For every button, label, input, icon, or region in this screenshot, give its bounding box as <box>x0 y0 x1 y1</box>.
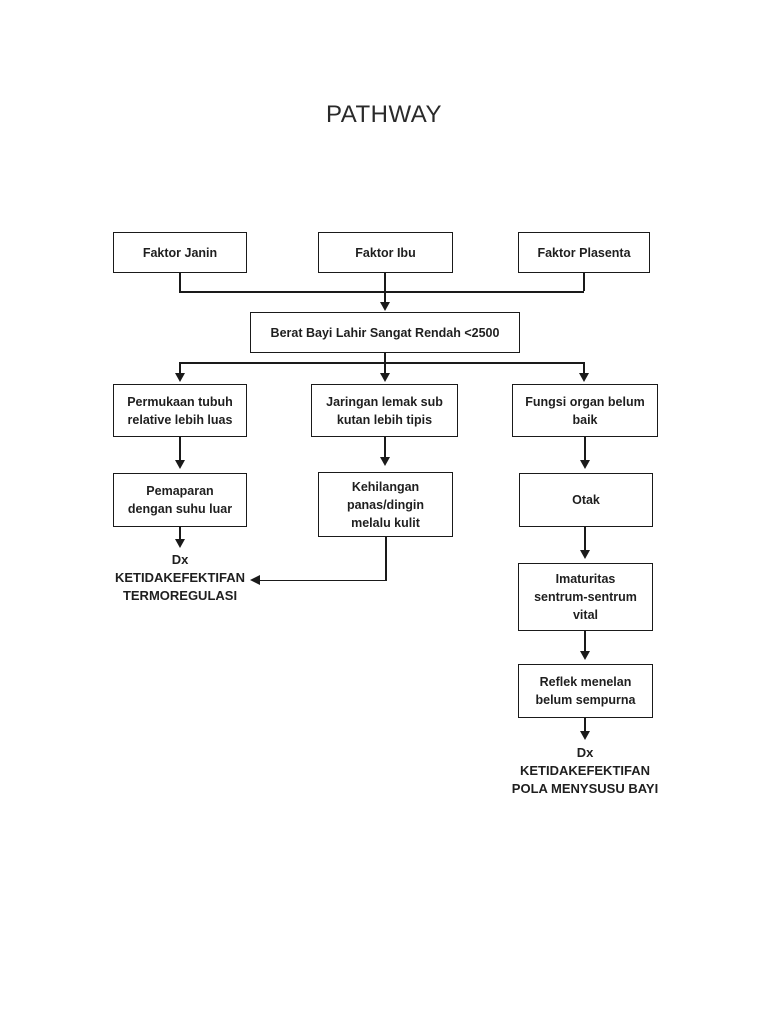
arrow-down-icon <box>380 457 390 466</box>
connector-pemaparan-dx <box>179 527 181 540</box>
node-bblsr: Berat Bayi Lahir Sangat Rendah <2500 <box>250 312 520 353</box>
connector-plasenta-stub <box>583 273 585 291</box>
connector-jaringan-kehilangan <box>384 437 386 458</box>
node-imaturitas: Imaturitas sentrum-sentrum vital <box>518 563 653 631</box>
node-faktor-plasenta: Faktor Plasenta <box>518 232 650 273</box>
node-permukaan-tubuh: Permukaan tubuh relative lebih luas <box>113 384 247 437</box>
arrow-down-icon <box>580 460 590 469</box>
node-jaringan-lemak: Jaringan lemak sub kutan lebih tipis <box>311 384 458 437</box>
arrow-down-icon <box>579 373 589 382</box>
arrow-down-icon <box>580 651 590 660</box>
connector-imaturitas-reflek <box>584 631 586 652</box>
arrow-down-icon <box>380 373 390 382</box>
connector-to-jaringan <box>384 362 386 374</box>
node-faktor-janin: Faktor Janin <box>113 232 247 273</box>
arrow-down-icon <box>580 550 590 559</box>
connector-janin-stub <box>179 273 181 291</box>
connector-kehilangan-elbow-h <box>260 579 387 582</box>
diagnosis-termoregulasi: Dx KETIDAKEFEKTIFAN TERMOREGULASI <box>115 552 245 603</box>
connector-ibu-stub <box>384 273 386 291</box>
node-faktor-ibu: Faktor Ibu <box>318 232 453 273</box>
connector-reflek-dx <box>584 718 586 732</box>
node-reflek: Reflek menelan belum sempurna <box>518 664 653 718</box>
arrow-left-icon <box>250 575 260 585</box>
arrow-down-icon <box>175 460 185 469</box>
connector-kehilangan-elbow-v <box>385 537 387 581</box>
connector-fungsi-otak <box>584 437 586 461</box>
node-otak: Otak <box>519 473 653 527</box>
arrow-down-icon <box>175 539 185 548</box>
node-kehilangan: Kehilangan panas/dingin melalu kulit <box>318 472 453 537</box>
connector-top-junction <box>179 291 585 293</box>
connector-to-fungsi <box>583 362 585 374</box>
arrow-down-icon <box>380 302 390 311</box>
connector-to-permukaan <box>179 362 181 374</box>
node-pemaparan: Pemaparan dengan suhu luar <box>113 473 247 527</box>
connector-to-bblsr <box>384 291 386 303</box>
connector-bblsr-stub <box>384 353 386 362</box>
arrow-down-icon <box>175 373 185 382</box>
arrow-down-icon <box>580 731 590 740</box>
node-fungsi-organ: Fungsi organ belum baik <box>512 384 658 437</box>
connector-permukaan-pemaparan <box>179 437 181 461</box>
connector-mid-junction <box>179 362 585 364</box>
page-title: PATHWAY <box>326 101 442 128</box>
diagnosis-pola-menyusu: Dx KETIDAKEFEKTIFAN POLA MENYSUSU BAYI <box>511 745 659 796</box>
connector-otak-imaturitas <box>584 527 586 551</box>
